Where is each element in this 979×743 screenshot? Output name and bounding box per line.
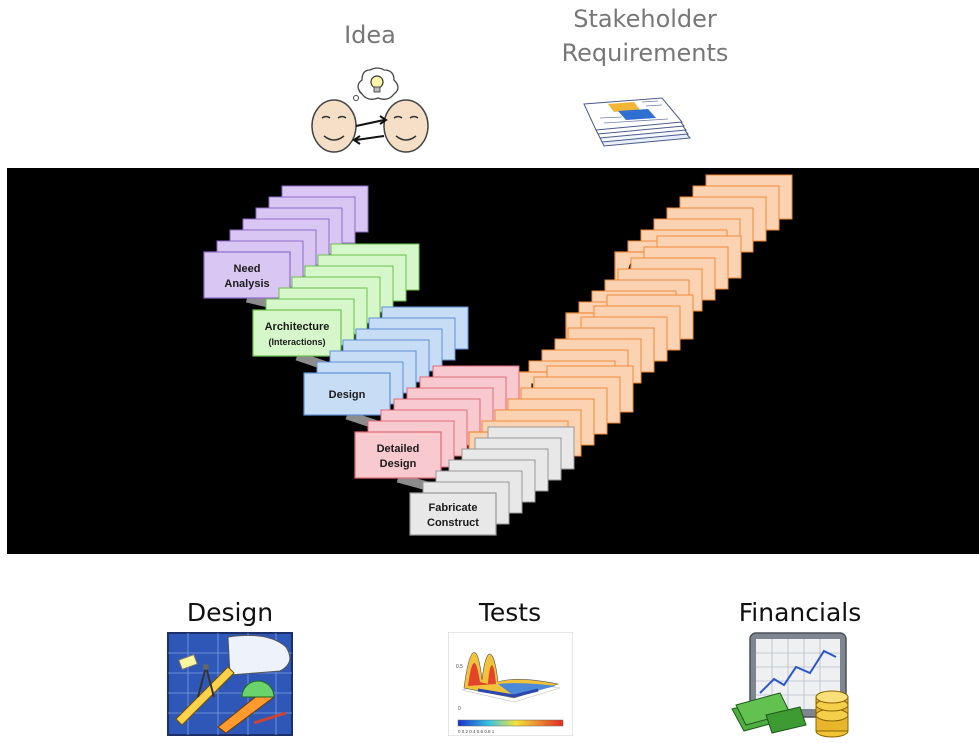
stage-label-line2: (Interactions) (268, 337, 325, 347)
stakeholder-requirements-label: Stakeholder Requirements (540, 2, 750, 70)
stage-card (203, 251, 291, 299)
surface-plot-icon: 0.5 0 0 0.2 0.4 0.6 0.8 1 (448, 632, 573, 736)
v-model-diagram: NeedAnalysisAcceptanceTestArchitecture(I… (203, 174, 793, 536)
finance-chart-money-icon (731, 632, 849, 738)
stage-card (252, 309, 342, 357)
stage-label-line2: Construct (427, 517, 479, 529)
stage-label-line1: Architecture (265, 321, 330, 333)
stage-label-line2: Analysis (224, 278, 269, 290)
two-faces-idea-icon (311, 67, 429, 153)
svg-text:0: 0 (458, 706, 461, 712)
stage-card (409, 492, 497, 536)
stage-label-line1: Detailed (377, 443, 420, 455)
svg-text:0.5: 0.5 (456, 664, 463, 670)
stage-label-line1: Design (329, 389, 366, 401)
design-label: Design (186, 598, 274, 627)
stage-design: Design (303, 306, 469, 416)
document-stack-icon (583, 97, 691, 147)
idea-label: Idea (344, 21, 396, 49)
stage-label-line1: Need (234, 263, 261, 275)
financials-label: Financials (738, 598, 862, 627)
svg-text:0 0.2 0.4 0.6 0.8 1: 0 0.2 0.4 0.6 0.8 1 (458, 729, 495, 734)
stage-card (354, 431, 442, 479)
stage-label-line2: Design (380, 458, 417, 470)
stakeholder-label-line1: Stakeholder (573, 5, 717, 33)
stage-card (303, 372, 391, 416)
stage-label-line1: Fabricate (429, 502, 478, 514)
tests-label: Tests (478, 598, 542, 627)
stage-architecture: Architecture (Interactions) (252, 243, 420, 357)
v-model-panel: NeedAnalysisAcceptanceTestArchitecture(I… (7, 168, 979, 554)
stakeholder-label-line2: Requirements (561, 39, 729, 67)
blueprint-tools-icon (167, 632, 293, 736)
